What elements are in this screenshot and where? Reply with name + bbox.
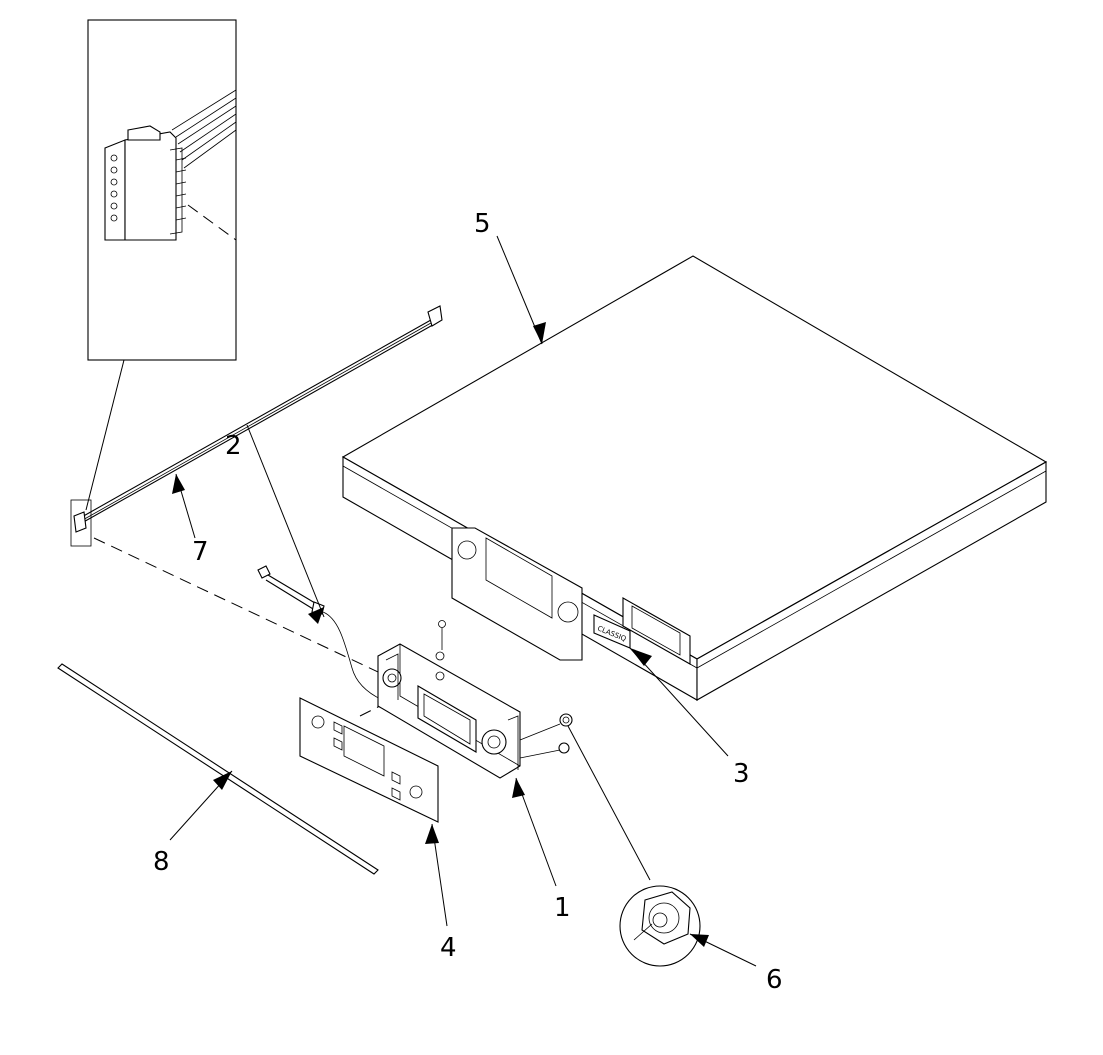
callout-5: 5 [474,209,491,239]
callout-6: 6 [766,965,783,995]
cover-housing [341,255,1048,701]
callout-7: 7 [192,537,209,567]
sensor-probe [257,565,396,706]
inset-leader-line [85,359,125,511]
callout-1: 1 [554,893,571,923]
control-module [377,620,521,779]
leader-lines [169,235,757,967]
display-bezel [299,697,439,823]
callout-3: 3 [733,759,750,789]
wire-harness [70,305,443,547]
bezel-alignment-line [359,685,421,717]
nut-detail-leader [567,725,651,881]
callout-2: 2 [225,431,242,461]
hex-nuts [519,713,573,759]
connector-pin-holes [110,154,118,222]
nut-detail-view [619,885,701,967]
gasket-strip [57,663,379,875]
callout-8: 8 [153,847,170,877]
connector-detail-inset [87,19,237,361]
callout-4: 4 [440,933,457,963]
alignment-dashed-line [93,537,396,681]
